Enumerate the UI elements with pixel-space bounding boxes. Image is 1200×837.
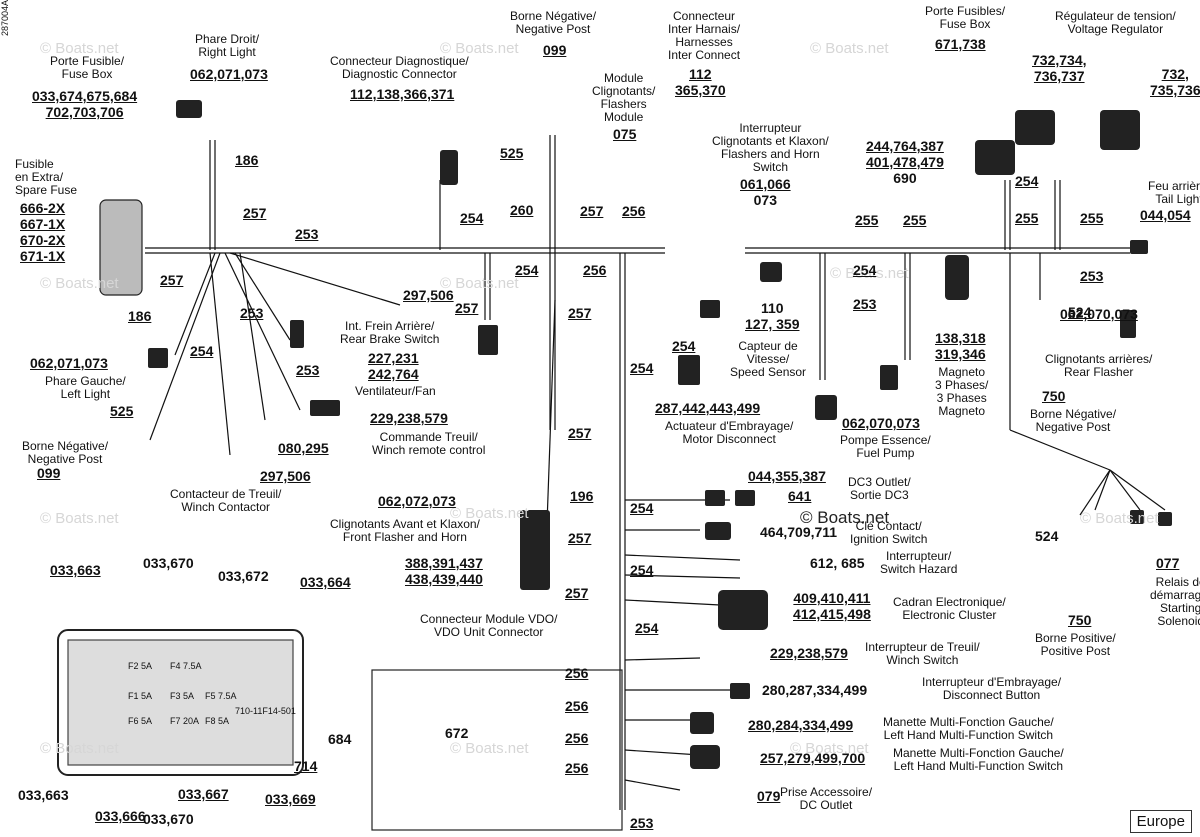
right-light-connector [176, 100, 202, 118]
diagnostic-connector [440, 150, 458, 185]
region-label: Europe [1129, 810, 1192, 833]
relay-inset-callout: 672 [445, 725, 469, 741]
